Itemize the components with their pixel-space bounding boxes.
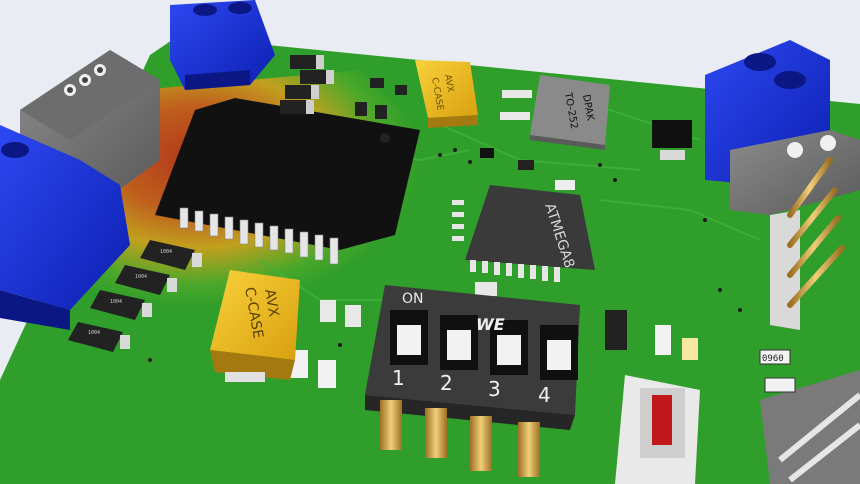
microcontroller-atmega8: ATMEGA8 xyxy=(452,185,595,282)
pin-header-right xyxy=(730,130,860,330)
dpak-regulator: DPAK TO-252 xyxy=(500,75,610,150)
dip-switch: ON WE 1 2 3 4 xyxy=(365,285,580,477)
dip-number-4: 4 xyxy=(538,383,551,407)
smd-code-4: 1004 xyxy=(88,330,100,336)
smd-code-3: 1004 xyxy=(110,299,122,305)
tantalum-cap-large: AVX C-CASE xyxy=(210,270,300,382)
cap-small-label-1: AVX xyxy=(442,74,455,93)
terminal-block-left xyxy=(0,125,130,330)
resistor-code: 0960 xyxy=(762,354,784,364)
resistor-right: 0960 xyxy=(759,349,796,393)
slide-switch xyxy=(615,375,700,484)
dpak-label-1: DPAK xyxy=(580,94,596,122)
smd-code-2: 1004 xyxy=(135,274,147,280)
dip-brand-logo: WE xyxy=(474,315,507,334)
tantalum-cap-small: AVX C-CASE xyxy=(415,60,478,128)
dip-number-3: 3 xyxy=(488,377,501,401)
dip-number-1: 1 xyxy=(392,366,405,390)
smd-code-1: 1004 xyxy=(160,249,172,255)
smd-diodes-left: 1004 1004 1004 1004 xyxy=(68,240,202,352)
cap-large-label-1: AVX xyxy=(261,288,282,319)
terminal-block-top xyxy=(170,0,275,90)
power-ic xyxy=(155,98,420,265)
pin-header-bottom xyxy=(760,370,860,484)
dip-number-2: 2 xyxy=(440,371,453,395)
smd-small-parts xyxy=(290,148,698,388)
diode-smd xyxy=(652,120,692,160)
smd-resistors-top xyxy=(280,55,407,119)
dip-on-label: ON xyxy=(402,291,424,307)
